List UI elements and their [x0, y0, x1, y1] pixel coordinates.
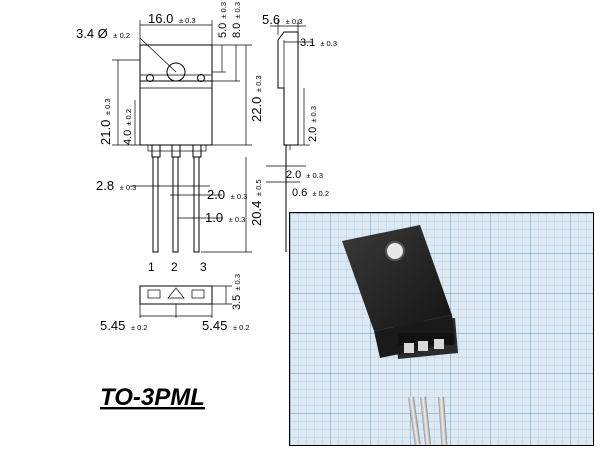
dim-tab-thick-value: 3.1 [300, 37, 315, 49]
bottom-pad-1 [147, 289, 161, 299]
dim-thickness-tol: ± 0.3 [286, 17, 303, 26]
dim-lead-thick-value: 0.6 [292, 187, 307, 199]
dim-lower-height-tol: ± 0.2 [124, 109, 133, 126]
bottom-pad-3 [191, 289, 205, 299]
dim-pitch-right-tol: ± 0.2 [233, 323, 250, 332]
dim-hole-dia-tol: ± 0.2 [113, 31, 130, 40]
dim-pitch-left-value: 5.45 [100, 318, 125, 333]
svg-text:2.0 ± 0.3: 2.0 ± 0.3 [307, 106, 319, 142]
svg-text:5.45 ± 0.2: 5.45 ± 0.2 [202, 318, 250, 333]
pin-number-3: 3 [200, 260, 207, 274]
svg-text:16.0 ± 0.3: 16.0 ± 0.3 [148, 11, 196, 26]
photo-lead-1 [408, 396, 421, 445]
photo-graphic [290, 213, 593, 445]
dim-lead-length-tol: ± 0.5 [254, 179, 263, 196]
svg-text:1.0 ± 0.3: 1.0 ± 0.3 [205, 210, 245, 225]
dim-side-height-tol: ± 0.3 [103, 98, 112, 115]
package-name: TO-3PML [100, 384, 205, 411]
svg-text:2.0 ± 0.3: 2.0 ± 0.3 [286, 169, 323, 181]
dim-side-height-value: 21.0 [98, 120, 113, 145]
left-marker [146, 74, 154, 82]
dim-thickness-value: 5.6 [262, 12, 280, 27]
side-body-outline [277, 31, 299, 146]
side-view [277, 31, 299, 252]
svg-text:5.45 ± 0.2: 5.45 ± 0.2 [100, 318, 148, 333]
dim-lead-thick-tol: ± 0.2 [312, 189, 329, 198]
dim-body-height-tol: ± 0.3 [254, 75, 263, 92]
svg-text:3.4 Ø ± 0.2: 3.4 Ø ± 0.2 [76, 26, 130, 41]
dim-bottom-height-tol: ± 0.3 [233, 274, 242, 291]
svg-text:20.4 ± 0.5: 20.4 ± 0.5 [249, 179, 264, 226]
svg-text:3.1 ± 0.3: 3.1 ± 0.3 [300, 37, 337, 49]
photo-lead-2 [420, 396, 432, 445]
lead-1 [152, 156, 159, 253]
svg-text:2.0 ± 0.3: 2.0 ± 0.3 [207, 187, 247, 202]
svg-text:4.0 ± 0.2: 4.0 ± 0.2 [122, 109, 134, 145]
dimension-lines [112, 20, 312, 317]
dim-width-value: 16.0 [148, 11, 173, 26]
bottom-pad-2 [167, 287, 185, 299]
dim-pitch-right-value: 5.45 [202, 318, 227, 333]
dim-tab-thick-tol: ± 0.3 [320, 39, 337, 48]
lead-3 [193, 156, 200, 253]
dimension-labels: 16.0 ± 0.3 3.4 Ø ± 0.2 5.0 ± 0.3 8.0 ± 0… [76, 2, 337, 333]
dim-width-tol: ± 0.3 [179, 16, 196, 25]
svg-text:8.0 ± 0.3: 8.0 ± 0.3 [231, 2, 243, 38]
pin-number-2: 2 [171, 260, 178, 274]
dim-top-tab-tol: ± 0.3 [233, 2, 242, 19]
photo-lead-3 [438, 396, 448, 445]
bottom-outline [139, 285, 213, 305]
dim-top-hole-value: 5.0 [217, 23, 229, 38]
svg-text:21.0 ± 0.3: 21.0 ± 0.3 [98, 98, 113, 145]
lead-2 [172, 156, 179, 253]
dim-hole-dia-value: 3.4 Ø [76, 26, 108, 41]
lead-frame-step [147, 144, 207, 152]
dim-body-height-value: 22.0 [249, 97, 264, 122]
photo-body [342, 225, 452, 331]
dim-pin-neck-tol: ± 0.3 [231, 192, 248, 201]
dim-lead-length-value: 20.4 [249, 201, 264, 226]
component-photo [289, 212, 594, 446]
dim-side-step-tol: ± 0.3 [309, 106, 318, 123]
svg-text:0.6 ± 0.2: 0.6 ± 0.2 [292, 187, 329, 199]
dim-pin-lead-value: 1.0 [205, 210, 223, 225]
dim-pin-width-value: 2.8 [96, 178, 114, 193]
dim-bottom-height-value: 3.5 [231, 295, 243, 310]
dim-lower-height-value: 4.0 [122, 130, 134, 145]
svg-text:5.0 ± 0.3: 5.0 ± 0.3 [217, 2, 229, 38]
dim-pin-lead-tol: ± 0.3 [229, 215, 246, 224]
dim-pitch-left-tol: ± 0.2 [131, 323, 148, 332]
body-outline [139, 80, 213, 146]
bottom-view [139, 285, 213, 318]
dim-top-tab-value: 8.0 [231, 23, 243, 38]
svg-text:3.5 ± 0.3: 3.5 ± 0.3 [231, 274, 243, 310]
svg-text:22.0 ± 0.3: 22.0 ± 0.3 [249, 75, 264, 122]
front-view [139, 44, 213, 253]
svg-text:2.8 ± 0.3: 2.8 ± 0.3 [96, 178, 136, 193]
dim-top-hole-tol: ± 0.3 [219, 2, 228, 19]
dim-pin-neck-value: 2.0 [207, 187, 225, 202]
photo-mounting-hole [385, 241, 405, 261]
pin-number-1: 1 [148, 260, 155, 274]
dim-lead-offset-tol: ± 0.3 [306, 171, 323, 180]
dim-pin-width-tol: ± 0.3 [120, 183, 137, 192]
dim-side-step-value: 2.0 [307, 127, 319, 142]
transistor-photo [342, 225, 458, 445]
right-marker [197, 74, 205, 82]
svg-text:5.6 ± 0.3: 5.6 ± 0.3 [262, 12, 302, 27]
dim-lead-offset-value: 2.0 [286, 169, 301, 181]
